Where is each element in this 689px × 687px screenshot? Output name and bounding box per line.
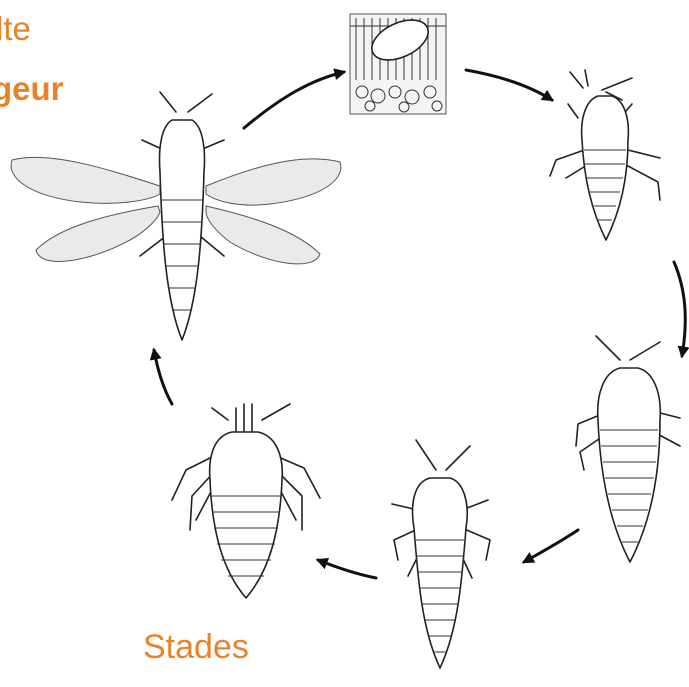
prepupa-icon xyxy=(392,440,490,668)
pupa-icon xyxy=(172,404,320,598)
first-instar-larva-icon xyxy=(550,70,660,240)
egg-icon xyxy=(350,12,446,114)
second-instar-larva-icon xyxy=(576,336,680,562)
winged-adult-icon xyxy=(11,92,341,340)
